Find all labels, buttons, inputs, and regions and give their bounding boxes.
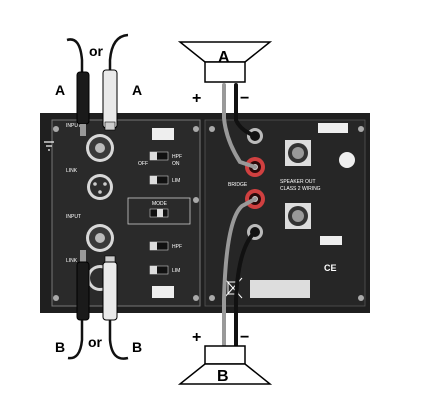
input-b-left-label: B — [55, 339, 65, 355]
input-b-right-label: B — [132, 339, 142, 355]
off-label-1: OFF — [138, 161, 148, 167]
combo-input-jack-b — [86, 224, 114, 252]
lim-label-bottom: LIM — [172, 268, 180, 274]
speakon-output-a — [285, 140, 311, 166]
speaker-b-label: B — [217, 368, 229, 385]
input-cable-b-xlr — [102, 255, 129, 360]
input-cable-b-trs — [67, 250, 90, 360]
plus-label-b: + — [192, 329, 201, 346]
mode-label: MODE — [152, 201, 168, 207]
ce-mark: CE — [324, 263, 337, 273]
serial-label-plate — [250, 280, 310, 298]
or-label-top: or — [89, 43, 104, 59]
input-cable-a-xlr — [102, 33, 129, 131]
output-label-plate-bottom — [320, 236, 342, 245]
switch-column — [127, 128, 191, 298]
hpf-label-top: HPF — [172, 154, 182, 160]
input-cable-a-trs — [66, 38, 90, 136]
speaker-wire-b — [222, 197, 257, 347]
bridge-label: BRIDGE — [228, 182, 248, 188]
input-label-top: INPUT — [66, 123, 81, 129]
input-a-left-label: A — [55, 82, 65, 98]
hpf-label-bottom: HPF — [172, 244, 182, 250]
ground-symbol-icon — [44, 141, 54, 151]
minus-label-a: − — [240, 90, 249, 107]
minus-label-b: − — [240, 329, 249, 346]
speaker-out-label: SPEAKER OUT — [280, 179, 316, 185]
speakon-output-b — [285, 203, 311, 229]
speaker-a-label: A — [218, 49, 230, 66]
output-label-plate-top — [318, 123, 348, 133]
plus-label-a: + — [192, 90, 201, 107]
class2-wiring-label: CLASS 2 WIRING — [280, 186, 321, 192]
speaker-b — [177, 345, 273, 385]
or-label-bottom: or — [88, 334, 103, 350]
speaker-wire-a — [222, 83, 257, 169]
on-label-1: ON — [172, 161, 180, 167]
link-label-bottom: LINK — [66, 258, 78, 264]
input-a-right-label: A — [132, 82, 142, 98]
combo-input-jack-a — [86, 134, 114, 162]
speaker-a — [177, 41, 273, 83]
link-label-top: LINK — [66, 168, 78, 174]
input-label-bottom: INPUT — [66, 214, 81, 220]
hazard-symbol-icon — [339, 152, 355, 168]
xlr-link-jack-a — [87, 174, 113, 200]
panel-screws — [53, 126, 364, 301]
lim-label-top: LIM — [172, 178, 180, 184]
